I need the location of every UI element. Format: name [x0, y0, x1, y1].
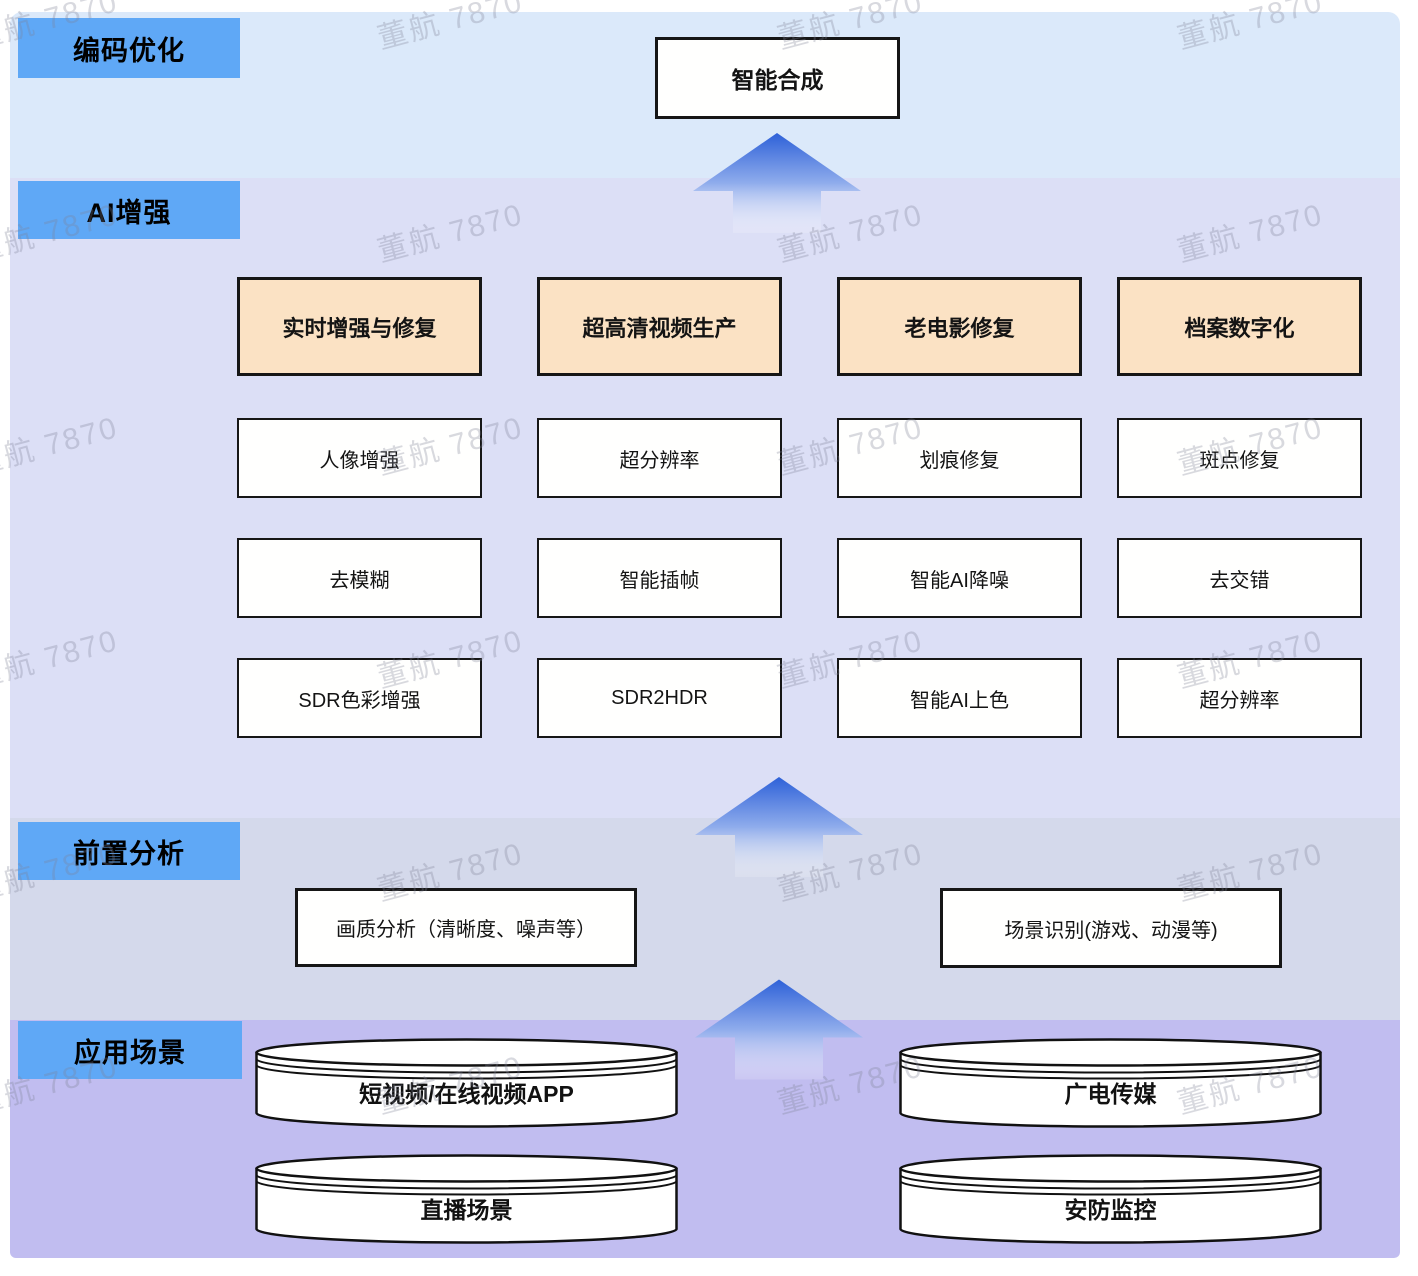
up-arrow-icon: [693, 133, 861, 233]
cylinder-short-video: 短视频/在线视频APP: [255, 1038, 678, 1128]
ai-item-box: 智能插帧: [537, 538, 782, 618]
ai-col-header: 档案数字化: [1117, 277, 1362, 376]
ai-item-box: 超分辨率: [1117, 658, 1362, 738]
ai-item-box: 去交错: [1117, 538, 1362, 618]
ai-item-box: 超分辨率: [537, 418, 782, 498]
cylinder-label: 广电传媒: [1065, 1081, 1158, 1107]
ai-item-box: 去模糊: [237, 538, 482, 618]
cylinder-broadcast-media: 广电传媒: [899, 1038, 1322, 1128]
ai-item-box: 智能AI上色: [837, 658, 1082, 738]
ai-item-box: 人像增强: [237, 418, 482, 498]
cylinder-label: 短视频/在线视频APP: [359, 1081, 574, 1107]
ai-item-box: SDR2HDR: [537, 658, 782, 738]
ai-col-header: 超高清视频生产: [537, 277, 782, 376]
cylinder-live-streaming: 直播场景: [255, 1154, 678, 1244]
cylinder-security-monitoring: 安防监控: [899, 1154, 1322, 1244]
layer-label-encoding: 编码优化: [18, 18, 240, 78]
layer-label-ai: AI增强: [18, 181, 240, 239]
layer-label-application: 应用场景: [18, 1021, 242, 1079]
ai-col-header: 实时增强与修复: [237, 277, 482, 376]
ai-item-box: 智能AI降噪: [837, 538, 1082, 618]
ai-item-box: SDR色彩增强: [237, 658, 482, 738]
ai-col-header: 老电影修复: [837, 277, 1082, 376]
cylinder-label: 安防监控: [1065, 1197, 1157, 1223]
up-arrow-icon: [695, 979, 863, 1080]
pre-analysis-box-scene: 场景识别(游戏、动漫等): [940, 888, 1282, 968]
ai-item-box: 划痕修复: [837, 418, 1082, 498]
cylinder-label: 直播场景: [421, 1197, 513, 1223]
layer-label-pre-analysis: 前置分析: [18, 822, 240, 880]
box-intelligent-synthesis: 智能合成: [655, 37, 900, 119]
up-arrow-icon: [695, 777, 863, 877]
pre-analysis-box-quality: 画质分析（清晰度、噪声等）: [295, 888, 637, 967]
ai-item-box: 斑点修复: [1117, 418, 1362, 498]
